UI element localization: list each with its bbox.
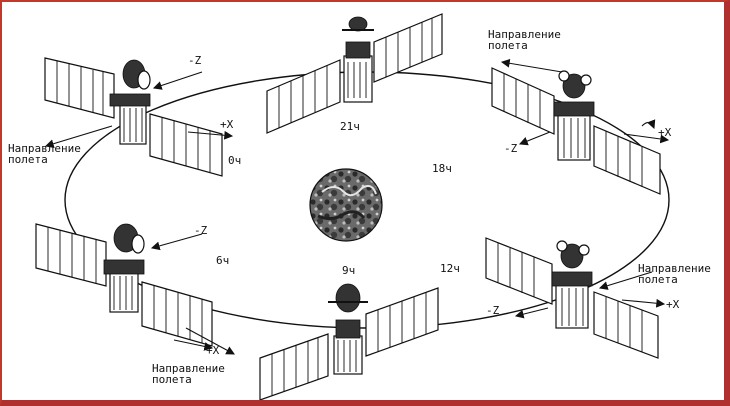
label-plus-x-0h: +X (220, 118, 234, 131)
plus-x-arrow-0h (187, 130, 234, 140)
plus-x-arrow-12h (621, 298, 666, 308)
plus-x-arrow-18h (623, 133, 670, 144)
minus-z-arrow-6h (150, 233, 203, 251)
hour-label-9h: 9ч (342, 264, 355, 277)
satellite-18h (491, 67, 661, 195)
earth (309, 168, 383, 242)
minus-z-arrow-0h (152, 71, 203, 90)
label-plus-x-18h: +X (658, 126, 672, 139)
hour-label-12h: 12ч (440, 262, 460, 275)
satellite-6h (35, 223, 213, 347)
hour-label-6h: 6ч (216, 254, 229, 267)
flight-arrow-6h (185, 327, 235, 355)
flight-arrow-18h (500, 58, 563, 73)
minus-z-arrow-12h (514, 307, 549, 319)
label-plus-x-6h: +X (206, 344, 220, 357)
label-line: Направление (488, 28, 561, 41)
hour-label-21h: 21ч (340, 120, 360, 133)
axis-arrows (44, 58, 670, 355)
hour-label-0h: 0ч (228, 154, 241, 167)
label-line: полета (8, 153, 48, 166)
label-plus-x-12h: +X (666, 298, 680, 311)
label-line: Направление (8, 142, 81, 155)
label-line: полета (638, 273, 678, 286)
label-minus-z-0h: -Z (188, 54, 202, 67)
label-line: полета (152, 373, 192, 386)
label-minus-z-18h: -Z (504, 142, 518, 155)
label-line: полета (488, 39, 528, 52)
rotation-arrow-18h (641, 119, 656, 130)
label-line: Направление (152, 362, 225, 375)
flight-arrow-0h (44, 125, 113, 148)
satellite-0h (44, 57, 223, 177)
label-minus-z-12h: -Z (486, 304, 500, 317)
plus-x-arrow-6h (173, 339, 214, 351)
satellite-9h (259, 283, 439, 400)
satellite-21h (266, 13, 443, 134)
satellite-12h (485, 237, 659, 359)
hour-label-18h: 18ч (432, 162, 452, 175)
label-line: Направление (638, 262, 711, 275)
label-minus-z-6h: -Z (194, 224, 208, 237)
minus-z-arrow-18h (518, 131, 551, 146)
flight-arrow-12h (598, 271, 653, 290)
